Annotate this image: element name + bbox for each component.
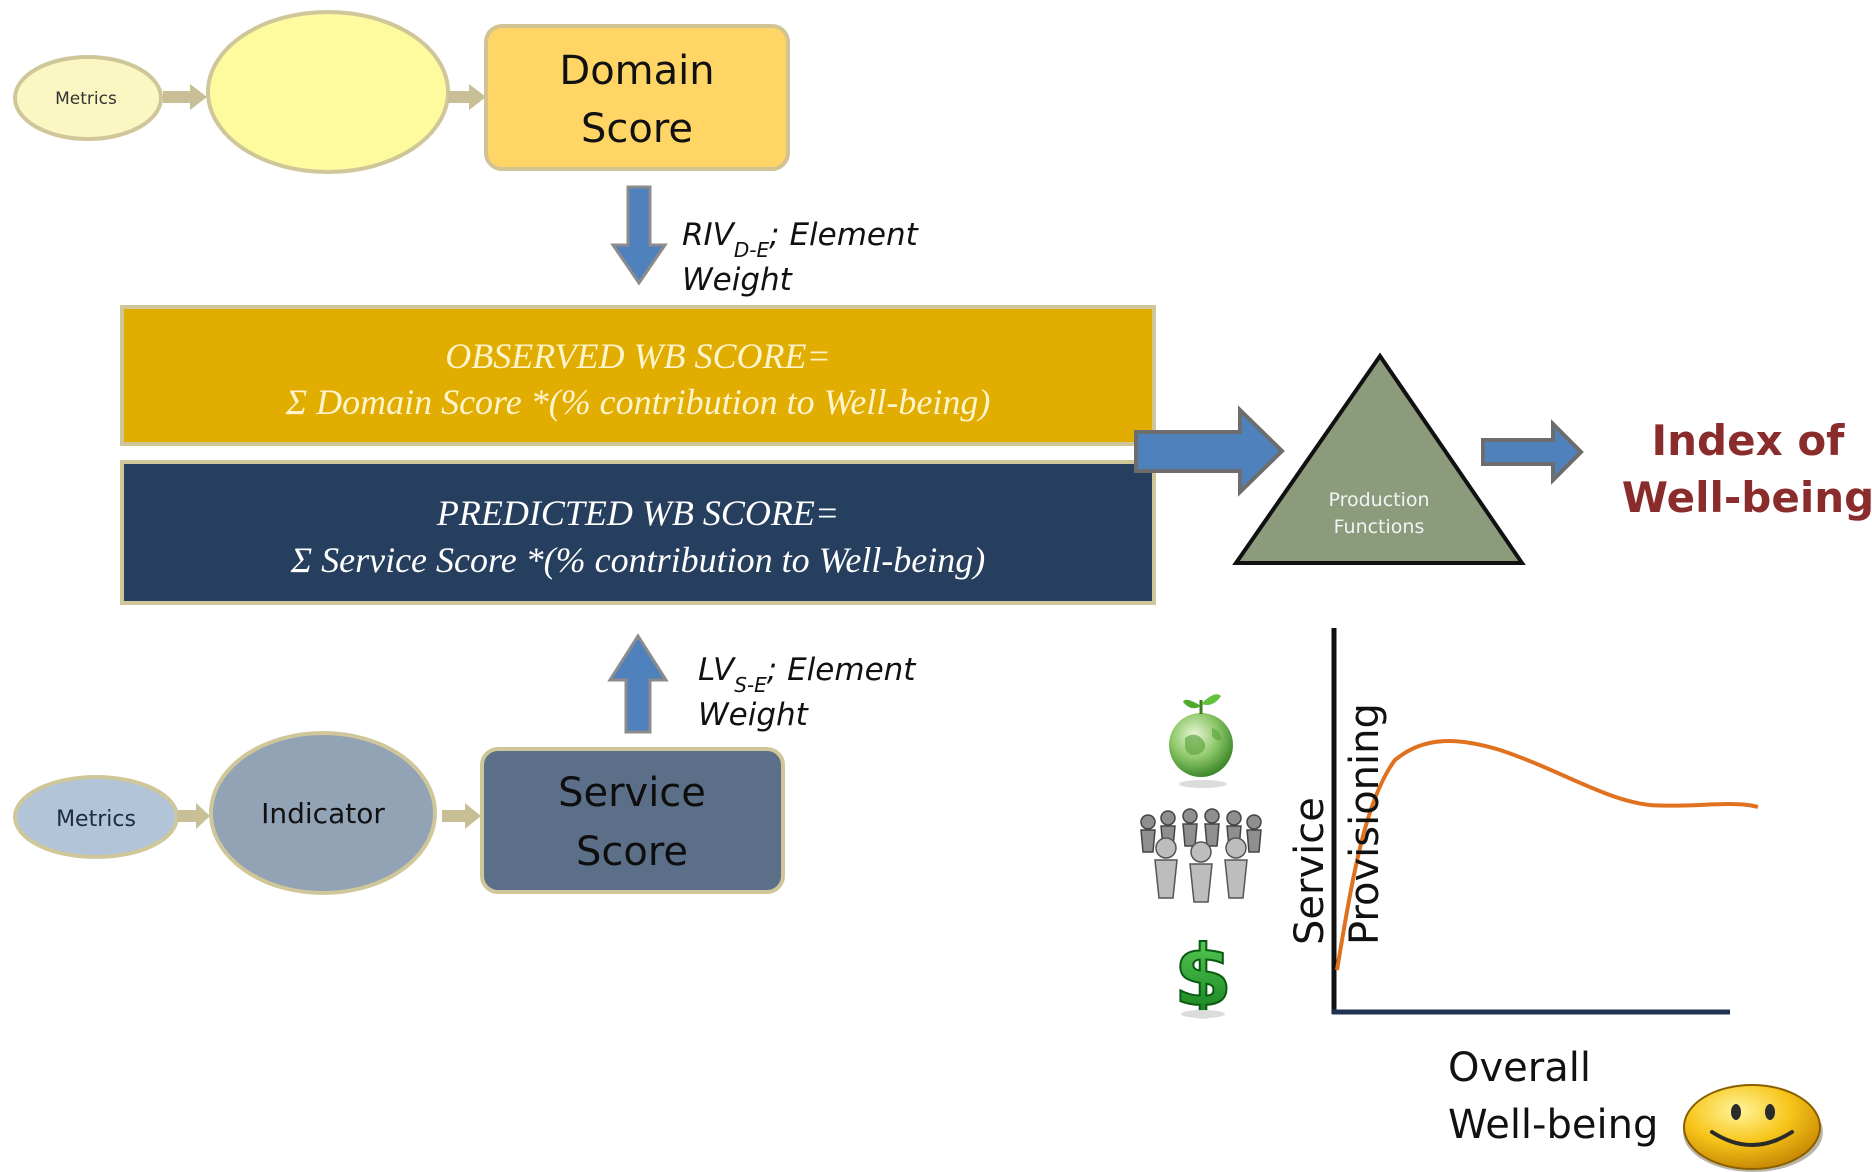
people-circle-icon (1140, 808, 1262, 903)
plot-xlabel-line1: Overall (1448, 1045, 1591, 1091)
svg-text:$: $ (1174, 927, 1232, 1025)
lv-subscript: S-E (734, 673, 767, 697)
observed-wb-score-box: OBSERVED WB SCORE= Σ Domain Score *(% co… (120, 305, 1156, 446)
plot-ylabel-line2: Provisioning (1342, 703, 1388, 945)
observed-line2: Σ Domain Score *(% contribution to Well-… (285, 382, 991, 422)
plot-curve (1335, 739, 1759, 971)
globe-sprout-icon (1169, 694, 1233, 788)
top-indicator-node (206, 10, 450, 174)
service-score-line2: Score (576, 829, 688, 875)
plot-xlabel-line2: Well-being (1448, 1102, 1658, 1148)
service-score-box: Service Score (480, 747, 785, 894)
domain-score-line1: Domain (559, 48, 714, 94)
bottom-metrics-label: Metrics (56, 807, 136, 832)
lv-element-weight-note: LVS-E; Element Weight (698, 652, 917, 733)
svg-text:RIVD-E; Element: RIVD-E; Element (682, 217, 920, 262)
production-line2: Functions (1334, 516, 1425, 538)
smiley-icon (1683, 1084, 1823, 1172)
riv-element-weight-note: RIVD-E; Element Weight (682, 217, 920, 298)
predicted-line2: Σ Service Score *(% contribution to Well… (290, 540, 986, 580)
lv-prefix: LV (698, 652, 737, 688)
index-of-well-being-title: Index of Well-being (1622, 416, 1872, 522)
production-functions-triangle: Production Functions (1232, 352, 1526, 565)
riv-suffix: ; Element (769, 217, 919, 253)
riv-prefix: RIV (682, 217, 737, 253)
dollar-icon: $ (1173, 926, 1233, 1026)
bottom-metrics-node: Metrics (13, 775, 179, 859)
top-metrics-to-indicator-arrow (163, 84, 207, 110)
top-metrics-node: Metrics (13, 55, 163, 141)
production-line1: Production (1328, 489, 1429, 511)
riv-line2: Weight (682, 262, 794, 298)
lv-line2: Weight (698, 697, 810, 733)
production-to-index-arrow (1481, 419, 1584, 485)
service-to-predicted-up-arrow (607, 633, 669, 734)
domain-score-line2: Score (581, 106, 693, 152)
bottom-indicator-label: Indicator (261, 797, 385, 830)
top-metrics-label: Metrics (55, 89, 117, 109)
domain-score-box: Domain Score (484, 24, 790, 171)
lv-suffix: ; Element (767, 652, 917, 688)
index-title-line1: Index of (1652, 416, 1846, 465)
index-title-line2: Well-being (1622, 473, 1872, 522)
service-score-line1: Service (558, 770, 706, 816)
svg-text:LVS-E; Element: LVS-E; Element (698, 652, 917, 697)
scores-to-production-arrow (1134, 405, 1285, 497)
top-indicator-to-domain-arrow (448, 84, 486, 110)
bottom-indicator-to-service-arrow (442, 803, 481, 829)
predicted-line1: PREDICTED WB SCORE= (436, 493, 839, 533)
service-vs-wellbeing-plot: Service Provisioning Overall Well-being (1287, 628, 1759, 1148)
bottom-indicator-node: Indicator (209, 731, 437, 895)
plot-ylabel-line1: Service (1287, 797, 1333, 945)
predicted-wb-score-box: PREDICTED WB SCORE= Σ Service Score *(% … (120, 460, 1156, 605)
bottom-metrics-to-indicator-arrow (177, 803, 210, 829)
riv-subscript: D-E (734, 238, 770, 262)
domain-to-observed-down-arrow (610, 185, 668, 286)
observed-line1: OBSERVED WB SCORE= (445, 336, 831, 376)
